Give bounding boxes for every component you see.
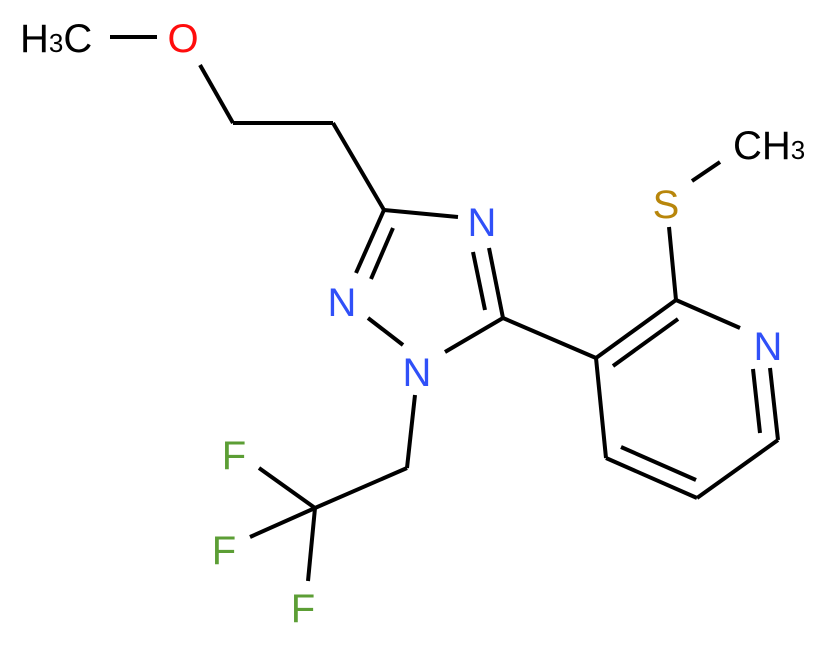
pyridine-n-label: N xyxy=(754,325,783,369)
triazole-n4-label: N xyxy=(468,201,497,245)
bond-c3-n4 xyxy=(383,208,459,219)
fluorine-2-label: F xyxy=(212,529,236,573)
bond-ch2-cf3 xyxy=(314,466,408,510)
bond-pyc5-pyc4 xyxy=(605,456,698,500)
fluorine-1-label: F xyxy=(222,434,246,478)
sulfur-label: S xyxy=(653,183,680,227)
bond-c-f2 xyxy=(249,506,316,539)
bond-n-pyc6-inner xyxy=(751,368,762,434)
bond-pyc3-pyc2 xyxy=(594,298,678,360)
triazole-n2-label: N xyxy=(328,281,357,325)
bond-pyc2-n xyxy=(675,298,741,330)
bond-n2-c3-outer xyxy=(354,209,386,274)
bonds xyxy=(110,35,780,582)
bond-pyc3-pyc2-inner xyxy=(611,317,680,368)
bond-c5-pyc3 xyxy=(502,316,597,360)
bond-ch2-c3 xyxy=(331,121,386,212)
triazole-n1-label: N xyxy=(403,351,432,395)
bond-c5-n1 xyxy=(443,316,505,354)
bond-c-f1 xyxy=(257,466,317,510)
thiomethyl-label: CH3 xyxy=(733,124,805,168)
bond-n2-c3-inner xyxy=(369,227,395,280)
bond-n4-c5-outer xyxy=(487,247,505,319)
bond-o-ch2 xyxy=(198,64,235,124)
fluorine-3-label: F xyxy=(291,587,315,631)
oxygen-label: O xyxy=(167,17,198,61)
bond-pyc2-s xyxy=(667,226,678,301)
bond-pyc6-pyc5 xyxy=(695,438,780,500)
bond-n-pyc6 xyxy=(768,367,780,441)
atom-labels: H3C O N N N N S CH3 F F F xyxy=(20,17,805,631)
bond-pyc5-pyc4-inner xyxy=(620,445,697,482)
bond-n1-n2 xyxy=(366,316,405,347)
bond-c-f3 xyxy=(306,507,317,582)
methoxy-methyl-label: H3C xyxy=(20,17,92,61)
bond-n4-c5-inner xyxy=(471,251,487,311)
bond-n1-ch2 xyxy=(405,394,417,469)
bond-s-ch3 xyxy=(690,160,722,183)
bond-pyc4-pyc3 xyxy=(594,357,608,459)
